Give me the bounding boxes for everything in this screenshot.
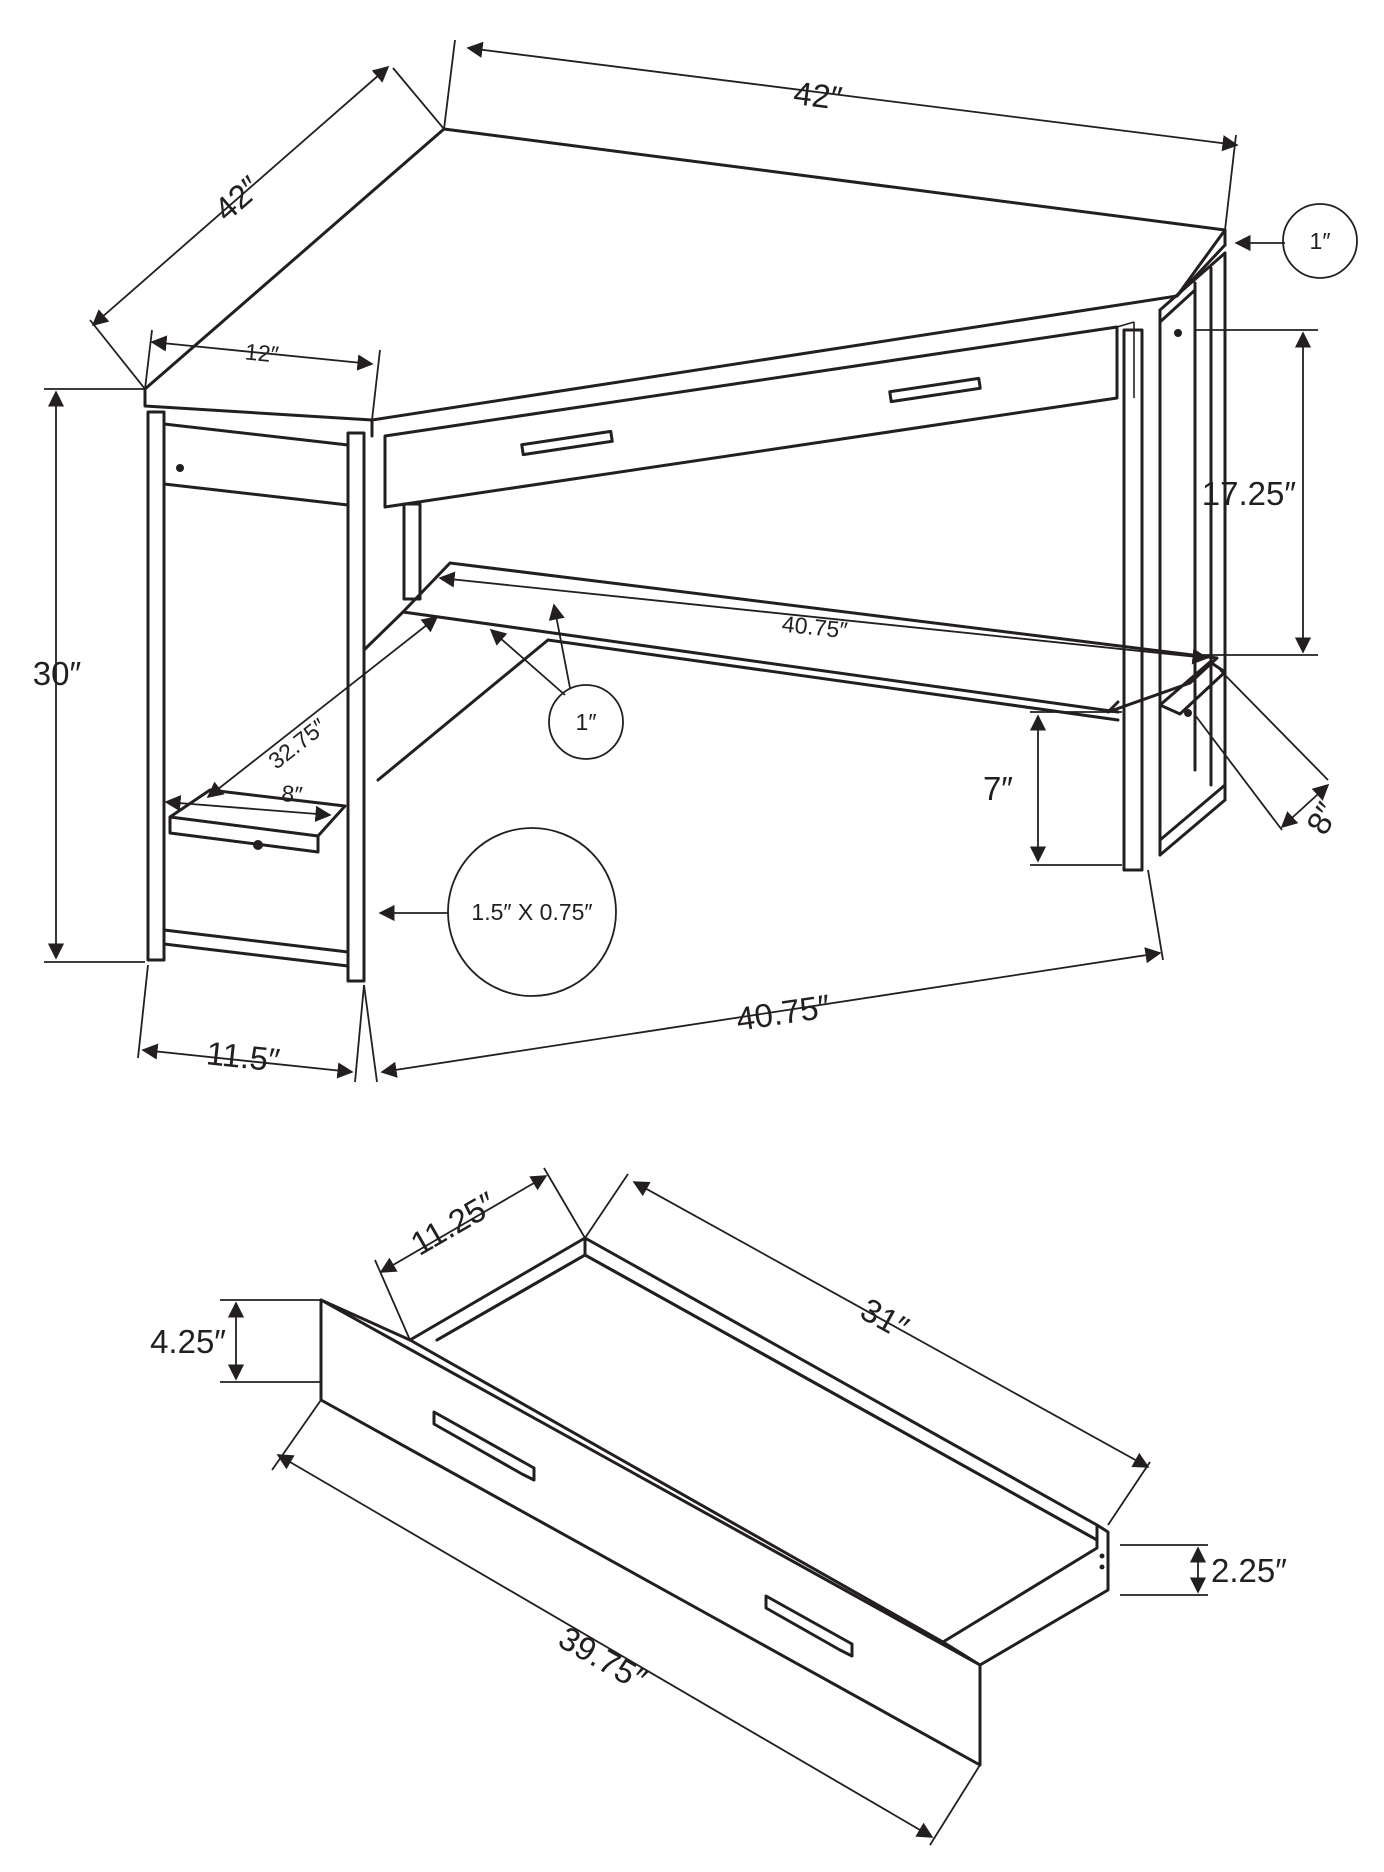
right-shelf bbox=[1158, 660, 1227, 716]
label-corner-edge: 12″ bbox=[244, 338, 280, 367]
drawer-floor-back bbox=[435, 1253, 587, 1342]
shelf-rail-left bbox=[362, 610, 405, 652]
apron-end bbox=[1116, 321, 1135, 328]
label-drawer-depth: 11.25″ bbox=[404, 1184, 502, 1262]
back-leg bbox=[402, 502, 422, 601]
desk-top bbox=[143, 127, 1227, 422]
label-apron-drop: 17.25″ bbox=[1202, 475, 1297, 512]
label-shelf-depth-left: 8″ bbox=[280, 780, 303, 808]
label-front-width: 40.75″ bbox=[734, 987, 833, 1038]
drawer-handle-2 bbox=[764, 1594, 854, 1658]
desk-dimensions bbox=[44, 39, 1358, 1083]
label-drawer-front-height: 4.25″ bbox=[150, 1323, 226, 1360]
label-leg-section: 1.5″ X 0.75″ bbox=[471, 899, 592, 925]
shelf-peg-right bbox=[1184, 709, 1192, 717]
drawer-handle-left bbox=[520, 429, 614, 457]
label-depth-side: 42″ bbox=[207, 168, 268, 228]
label-top-thickness: 1″ bbox=[1310, 228, 1331, 254]
shelf-rail-back bbox=[546, 638, 1120, 722]
label-shelf-diag: 32.75″ bbox=[263, 713, 331, 774]
drawer bbox=[319, 1236, 1110, 1767]
right-leg-frame bbox=[1122, 251, 1227, 872]
drawer-side-far bbox=[583, 1236, 1099, 1542]
label-shelf-span: 40.75″ bbox=[781, 611, 849, 644]
label-leg-depth: 11.5″ bbox=[205, 1034, 282, 1079]
shelf-rail-diag bbox=[376, 638, 550, 782]
diagonal-shelf-edge bbox=[401, 610, 1120, 714]
label-shelf-depth-right: 8″ bbox=[1299, 796, 1346, 841]
drawer-front bbox=[383, 325, 1119, 509]
left-leg-frame bbox=[146, 410, 366, 983]
desk-labels: 42″ 42″ 12″ 1″ 17.25″ 30″ 40.75″ 32.75″ … bbox=[33, 74, 1346, 1079]
label-width-top: 42″ bbox=[792, 74, 845, 117]
drawer-front-top bbox=[319, 1298, 412, 1342]
drawer-handle-right bbox=[888, 376, 982, 404]
label-drawer-front-length: 39.75″ bbox=[553, 1619, 653, 1698]
corner-desk bbox=[143, 127, 1227, 983]
label-shelf-height: 7″ bbox=[983, 770, 1013, 807]
shelf-peg-left bbox=[253, 840, 263, 850]
label-shelf-thickness: 1″ bbox=[576, 709, 597, 735]
left-shelf bbox=[168, 788, 347, 838]
left-shelf-edge bbox=[168, 815, 320, 854]
drawer-dimensions bbox=[220, 1167, 1208, 1846]
label-drawer-side-height: 2.25″ bbox=[1211, 1552, 1287, 1589]
drawer-end bbox=[941, 1523, 1110, 1667]
drawer-front-panel bbox=[319, 1298, 982, 1767]
label-height-total: 30″ bbox=[33, 655, 82, 692]
label-drawer-inner-length: 31″ bbox=[855, 1291, 916, 1347]
desk-top-edge bbox=[144, 405, 373, 421]
